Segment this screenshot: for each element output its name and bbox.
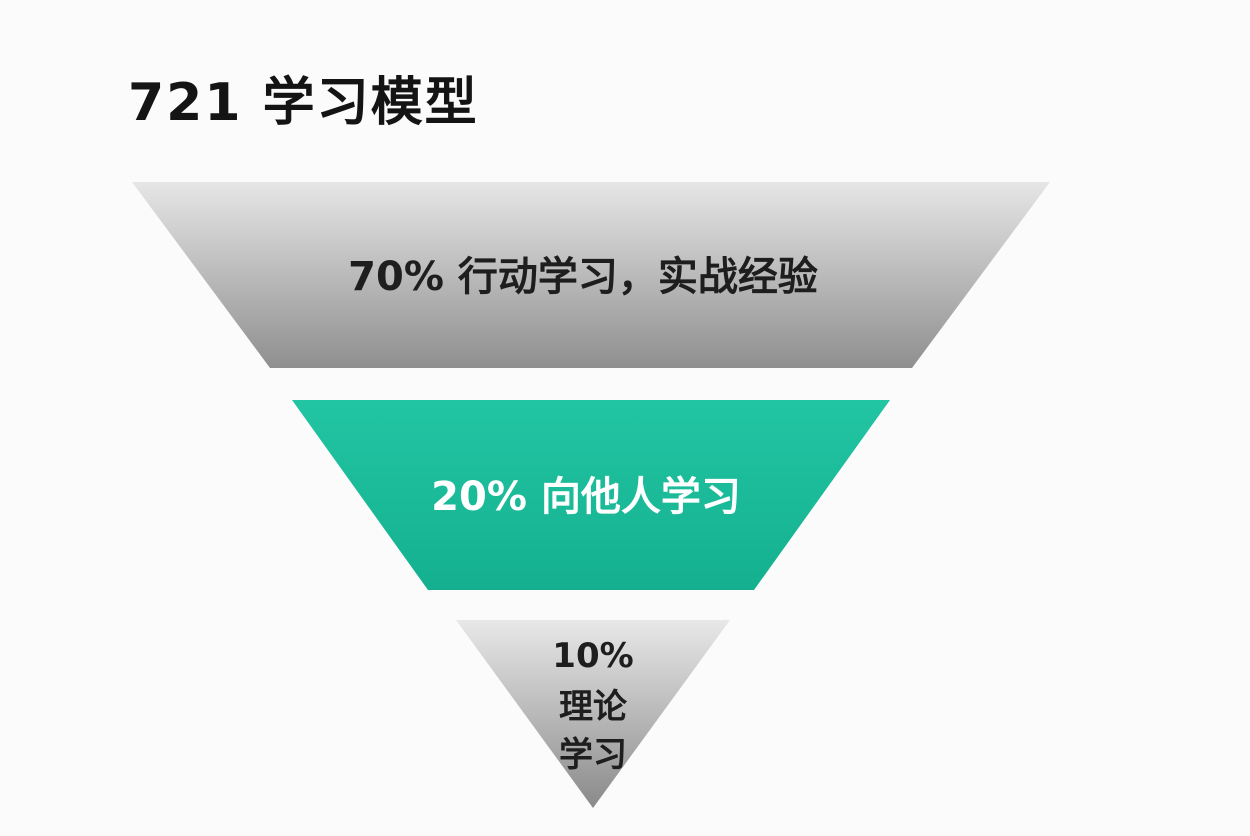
funnel-level-10-shape (456, 620, 730, 808)
funnel-level-70-label: 70% 行动学习，实战经验 (348, 254, 818, 300)
funnel-level-70-shape (132, 182, 1050, 368)
funnel-level-10-label-percent: 10% (552, 636, 633, 676)
diagram-title: 721 学习模型 (128, 73, 479, 133)
funnel-level-20-shape (292, 400, 890, 590)
funnel-level-10-label-line2: 理论 (559, 687, 628, 727)
funnel-level-10-label-line3: 学习 (559, 735, 627, 775)
funnel-level-20-label: 20% 向他人学习 (431, 474, 741, 520)
